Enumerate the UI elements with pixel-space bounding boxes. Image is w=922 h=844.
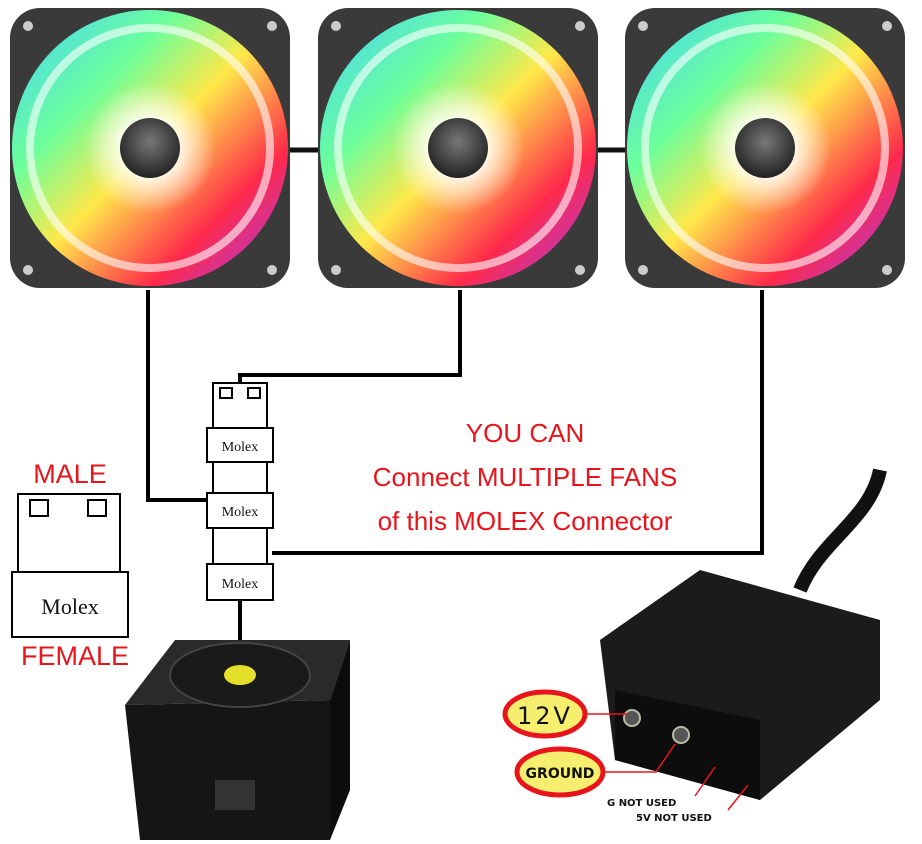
molex-connector-image [600, 468, 887, 800]
pin-ground-label: GROUND [526, 766, 595, 782]
molex-label-3: Molex [222, 577, 259, 592]
power-supply-image [125, 640, 350, 840]
g-not-used-label: G NOT USED [607, 798, 676, 809]
molex-label-2: Molex [222, 505, 259, 520]
rgb-fan-image [625, 8, 905, 288]
5v-not-used-label: 5V NOT USED [636, 813, 712, 824]
molex-label-1: Molex [222, 440, 259, 455]
male-female-legend-icon [11, 493, 129, 638]
headline-line1: YOU CAN [466, 418, 584, 448]
headline-line3: of this MOLEX Connector [378, 506, 673, 536]
headline-line2: Connect MULTIPLE FANS [373, 462, 677, 492]
legend-molex: Molex [41, 594, 98, 619]
pin-12v-label: 12V [517, 702, 573, 730]
rgb-fan-image [318, 8, 598, 288]
callout-12v [502, 689, 588, 739]
legend-male: MALE [33, 459, 107, 489]
rgb-fan-image [10, 8, 290, 288]
wires [146, 290, 764, 645]
legend-female: FEMALE [21, 641, 129, 671]
callout-ground [514, 746, 606, 798]
molex-chain [206, 382, 274, 601]
